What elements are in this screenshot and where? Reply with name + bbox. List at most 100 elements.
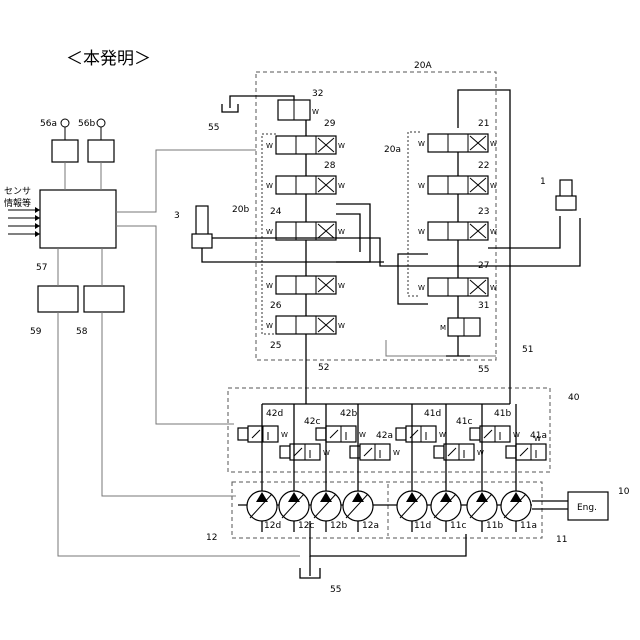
svg-text:W: W xyxy=(477,449,484,457)
line-cylinder-3-a xyxy=(212,218,580,266)
label-40: 40 xyxy=(568,393,580,403)
label-42a: 42a xyxy=(376,431,393,441)
svg-text:W: W xyxy=(490,140,497,148)
label-12: 12 xyxy=(206,533,217,543)
svg-text:W: W xyxy=(338,282,345,290)
label-3: 3 xyxy=(174,211,180,221)
label-11: 11 xyxy=(556,535,567,545)
controller-57 xyxy=(40,190,116,248)
label-10: 10 xyxy=(618,487,630,497)
label-29: 29 xyxy=(324,119,336,129)
label-42d: 42d xyxy=(266,409,283,419)
label-12a: 12a xyxy=(362,521,379,531)
label-55-top: 55 xyxy=(208,123,219,133)
label-59: 59 xyxy=(30,327,42,337)
engine-label: Eng. xyxy=(577,503,597,513)
label-55-right: 55 xyxy=(478,365,489,375)
dashed-link-51 xyxy=(386,340,496,356)
svg-text:W: W xyxy=(266,282,273,290)
label-41c: 41c xyxy=(456,417,472,427)
label-32: 32 xyxy=(312,89,323,99)
sensor-input-arrows xyxy=(8,207,40,237)
valve-25: WW xyxy=(266,316,345,334)
svg-text:W: W xyxy=(359,431,366,439)
label-12b: 12b xyxy=(330,521,347,531)
valve-29: WW xyxy=(266,136,345,154)
svg-text:W: W xyxy=(439,431,446,439)
valve-27: WW xyxy=(418,278,497,296)
label-56b: 56b xyxy=(78,119,95,129)
label-20b: 20b xyxy=(232,205,249,215)
label-26: 26 xyxy=(270,301,282,311)
svg-text:W: W xyxy=(393,449,400,457)
valve-bank-20a-boundary xyxy=(408,132,420,296)
svg-text:W: W xyxy=(418,228,425,236)
label-12d: 12d xyxy=(264,521,281,531)
pump-12b xyxy=(311,491,341,521)
solenoid-valve-41b: W xyxy=(470,426,520,442)
label-52: 52 xyxy=(318,363,329,373)
svg-text:W: W xyxy=(266,182,273,190)
valve-23: WW xyxy=(418,222,497,240)
line-to-cylinder-1 xyxy=(488,216,560,248)
valve-21: WW xyxy=(418,134,497,152)
svg-text:W: W xyxy=(338,182,345,190)
pump-12d xyxy=(247,491,277,521)
svg-text:W: W xyxy=(418,182,425,190)
label-1: 1 xyxy=(540,177,546,187)
label-11c: 11c xyxy=(450,521,466,531)
pump-11b xyxy=(467,491,497,521)
cylinder-1 xyxy=(556,180,576,210)
svg-text:W: W xyxy=(338,322,345,330)
svg-text:W: W xyxy=(266,142,273,150)
sensor-label-line2: 情報等 xyxy=(4,197,31,209)
label-11a: 11a xyxy=(520,521,537,531)
valve-26: WW xyxy=(266,276,345,294)
lever-knob-56b xyxy=(97,119,105,127)
label-25: 25 xyxy=(270,341,281,351)
label-12c: 12c xyxy=(298,521,314,531)
pump-11d xyxy=(397,491,427,521)
valve-24: WW xyxy=(266,222,345,240)
cylinder-3 xyxy=(192,206,212,248)
svg-text:W: W xyxy=(338,228,345,236)
svg-text:W: W xyxy=(490,182,497,190)
svg-text:W: W xyxy=(418,140,425,148)
label-31: 31 xyxy=(478,301,489,311)
svg-text:W: W xyxy=(266,228,273,236)
pump-11a xyxy=(501,491,531,521)
sensor-label-line1: センサ xyxy=(4,186,31,197)
label-21: 21 xyxy=(478,119,489,129)
label-42c: 42c xyxy=(304,417,320,427)
operation-input-56a xyxy=(52,140,78,162)
label-51: 51 xyxy=(522,345,533,355)
solenoid-valve-42c: W xyxy=(280,444,330,460)
pump-11c xyxy=(431,491,461,521)
svg-text:W: W xyxy=(312,108,319,116)
label-24: 24 xyxy=(270,207,282,217)
pump-12c xyxy=(279,491,309,521)
svg-text:W: W xyxy=(418,284,425,292)
unit-58 xyxy=(84,286,124,312)
label-58: 58 xyxy=(76,327,88,337)
valve-32: W xyxy=(278,100,319,120)
label-57: 57 xyxy=(36,263,47,273)
label-41a: 41a xyxy=(530,431,547,441)
svg-text:W: W xyxy=(490,228,497,236)
pump-12a xyxy=(343,491,373,521)
svg-text:W: W xyxy=(338,142,345,150)
lever-knob-56a xyxy=(61,119,69,127)
label-41d: 41d xyxy=(424,409,441,419)
label-41b: 41b xyxy=(494,409,511,419)
valve-28: WW xyxy=(266,176,345,194)
signal-line-to-pumps xyxy=(102,312,236,496)
label-20A: 20A xyxy=(414,61,432,71)
label-11b: 11b xyxy=(486,521,503,531)
diagram-title: ＜本発明＞ xyxy=(66,49,151,69)
svg-text:W: W xyxy=(266,322,273,330)
solenoid-valve-42d: W xyxy=(238,426,288,442)
label-28: 28 xyxy=(324,161,336,171)
label-56a: 56a xyxy=(40,119,57,129)
solenoid-valve-41d: W xyxy=(396,426,446,442)
